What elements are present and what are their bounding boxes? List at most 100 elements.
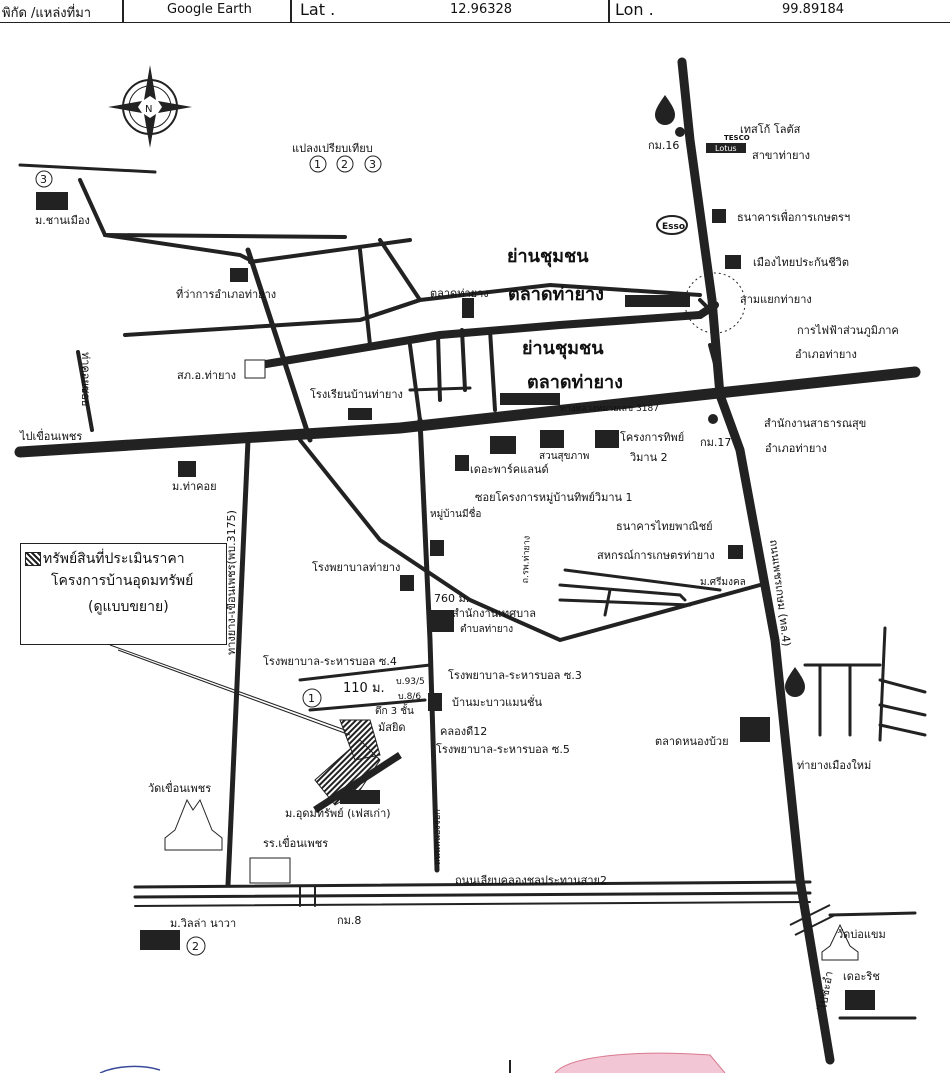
soi5-label: โรงพยาบาล-ระหารบอล ซ.5 — [436, 742, 570, 756]
lotus-logo — [706, 143, 746, 153]
lotus-name: Lotus — [715, 144, 737, 153]
villa-nava-label: ม.วิลล่า นาวา — [170, 917, 236, 930]
mueang-thai-label: เมืองไทยประกันชีวิต — [753, 256, 849, 269]
hospital-label: โรงพยาบาลท่ายาง — [312, 560, 400, 574]
hospital-road-label: ถ.รพ.ท่ายาง — [521, 536, 533, 584]
wat-khuean-label: วัดเขื่อนเพชร — [148, 780, 211, 795]
legend-project: โครงการบ้านอุดมทรัพย์ — [51, 573, 194, 589]
nong-buai-label: ตลาดหนองบ้วย — [655, 735, 729, 748]
khlong12-label: คลองดี12 — [440, 725, 487, 738]
phetkasem-road — [677, 57, 835, 1065]
lon-value: 99.89184 — [782, 2, 845, 17]
lotus-brand: TESCO — [724, 134, 750, 142]
mabuang-label: บ้านมะบาวแมนชั่น — [452, 694, 543, 709]
km16-label: กม.16 — [648, 139, 679, 152]
lotus-branch-label: สาขาท่ายาง — [752, 149, 810, 162]
highway-3187-label: ทางหลวงหมายเลข 3187 — [560, 404, 659, 414]
soi3-label: โรงพยาบาล-ระหารบอล ซ.3 — [448, 668, 582, 682]
header-divider — [122, 0, 124, 22]
hatch-swatch — [25, 552, 41, 566]
header-divider — [608, 0, 610, 22]
municipal-label: สำนักงานเทศบาล — [452, 607, 536, 620]
gas-station-icon — [655, 95, 805, 697]
junction-highlight — [684, 272, 746, 334]
plot-number: 3 — [369, 158, 376, 171]
lat-label: Lat . — [300, 0, 336, 19]
chan-mueang-label: ม.ชานเมือง — [35, 214, 90, 227]
property-hatched-area — [339, 719, 381, 761]
temple-icon — [164, 798, 859, 961]
baac-label: ธนาคารเพื่อการเกษตรฯ — [737, 209, 850, 224]
coordinate-header: พิกัด /แหล่งที่มา Google Earth Lat . 12.… — [0, 0, 950, 23]
the-rich-label: เดอะริช — [843, 970, 880, 983]
road-network — [14, 57, 927, 1065]
lon-label: Lon . — [615, 0, 654, 19]
stamp-mark — [554, 1052, 726, 1073]
plot-marker-3: 3 — [40, 173, 47, 186]
coop-label: สหกรณ์การเกษตรท่ายาง — [597, 549, 715, 562]
lotus-label: เทสโก้ โลตัส — [740, 122, 801, 136]
district-office-label: ที่ว่าการอำเภอท่ายาง — [176, 286, 276, 301]
mu-tha-khoi-label: ม.ท่าคอย — [172, 480, 217, 493]
soi4-label: โรงพยาบาล-ระหารบอล ซ.4 — [263, 654, 397, 668]
thiphya-2-label: วิมาน 2 — [629, 451, 667, 464]
soi-thiphya-label: ซอยโครงการหมู่บ้านทิพย์วิมาน 1 — [475, 490, 633, 504]
police-label: สภ.อ.ท่ายาง — [177, 369, 236, 382]
plot-number: 1 — [314, 158, 321, 171]
school-khuean-icon — [249, 857, 291, 884]
legend-line-1: ทรัพย์สินที่ประเมินราคา — [25, 548, 185, 570]
north-compass: N — [108, 65, 192, 148]
community-label-1b: ตลาดท่ายาง — [508, 284, 604, 305]
source-label: พิกัด /แหล่งที่มา — [2, 6, 92, 21]
school-label: โรงเรียนบ้านท่ายาง — [310, 387, 403, 401]
lat-value: 12.96328 — [450, 2, 513, 17]
building-symbols — [36, 127, 875, 1010]
pea-district-label: อำเภอท่ายาง — [795, 348, 857, 361]
plots-title: แปลงเปรียบเทียบ — [292, 142, 373, 155]
school-khuean-label: รร.เขื่อนเพชร — [263, 835, 328, 850]
tuk3-label: ตึก 3 ชั้น — [375, 703, 414, 717]
plot-marker-1: 1 — [308, 692, 315, 705]
location-map: N แปลงเปรียบเทียบ 1 2 3 3 1 2 — [14, 57, 927, 1073]
thiphya-label: โครงการทิพย์ — [620, 430, 684, 444]
nong-road-label: ถนนหนองจอก — [433, 809, 443, 865]
market-label: ตลาดท่ายาง — [430, 287, 489, 300]
plot-number: 2 — [341, 158, 348, 171]
health-district-label: อำเภอท่ายาง — [765, 442, 827, 455]
legend-title: ทรัพย์สินที่ประเมินราคา — [43, 551, 185, 567]
udom-sap-label: ม.อุดมทรัพย์ (เฟสเก่า) — [285, 807, 391, 820]
tha-yang-mueang-mai-label: ท่ายางเมืองใหม่ — [797, 759, 871, 772]
community-label-1: ย่านชุมชน — [507, 246, 589, 268]
source-value: Google Earth — [167, 2, 252, 17]
compass-letter: N — [145, 104, 152, 115]
bor-86-label: บ.8/6 — [398, 692, 421, 702]
health-office-label: สำนักงานสาธารณสุข — [764, 417, 866, 430]
km8-label: กม.8 — [337, 914, 361, 927]
mu-mee-chue-label: หมู่บ้านมีชื่อ — [430, 506, 481, 520]
plot-marker-2: 2 — [192, 940, 199, 953]
bor-93-label: บ.93/5 — [396, 677, 425, 687]
wat-bo-khaem-label: วัดบ่อแขม — [837, 928, 886, 941]
header-divider — [290, 0, 292, 22]
mosque-label: มัสยิด — [378, 721, 406, 734]
num-760-label: 760 ม. — [434, 592, 469, 605]
num-110-label: 110 ม. — [343, 681, 385, 696]
canal-road-label: ถนนเลียบคลองชลประทานสาย2 — [455, 874, 607, 887]
park-label: สวนสุขภาพ — [539, 451, 589, 462]
the-park-label: เดอะพาร์คแลนด์ — [470, 463, 549, 476]
scb-label: ธนาคารไทยพาณิชย์ — [616, 520, 713, 533]
community-label-2b: ตลาดท่ายาง — [527, 372, 623, 393]
municipal-2-label: ตำบลท่ายาง — [460, 624, 513, 635]
sam-yaek-label: สามแยกท่ายาง — [740, 293, 812, 306]
esso-icon — [656, 215, 688, 235]
legend-note: (ดูแบบขยาย) — [88, 599, 169, 615]
police-icon — [244, 359, 266, 379]
legend-box: ทรัพย์สินที่ประเมินราคา โครงการบ้านอุดมท… — [20, 543, 227, 645]
highway-3187 — [14, 366, 921, 458]
bridge-icon — [789, 904, 836, 936]
tha-khoi-road-label: ท่าคอยซอย — [79, 352, 92, 406]
pea-label: การไฟฟ้าส่วนภูมิภาค — [797, 324, 899, 337]
sriburi-label: ม.ศรีมงคล — [700, 576, 746, 588]
to-khuean-phet-label: ไปเขื่อนเพชร — [19, 428, 82, 443]
community-label-2: ย่านชุมชน — [522, 338, 604, 360]
